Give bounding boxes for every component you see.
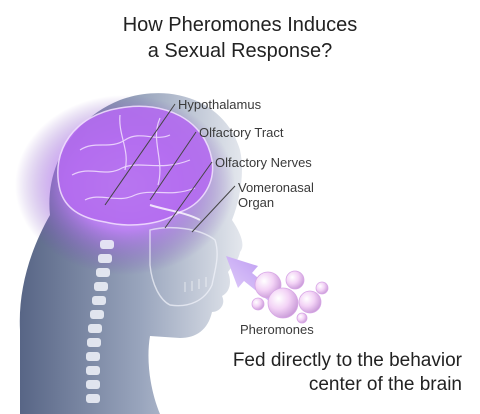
- bubble: [315, 281, 329, 295]
- diagram-title: How Pheromones Induces a Sexual Response…: [0, 12, 480, 64]
- leader-hypothalamus: [104, 103, 176, 206]
- leader-vomeronasal: [191, 185, 236, 233]
- bubble: [251, 297, 265, 311]
- leader-olfactory-tract: [149, 131, 197, 201]
- label-olfactory-tract: Olfactory Tract: [199, 125, 284, 140]
- caption: Fed directly to the behavior center of t…: [162, 349, 462, 397]
- leader-lines: [104, 103, 236, 233]
- brain-folds: [71, 114, 196, 201]
- label-vomeronasal-line-2: Organ: [238, 195, 275, 210]
- label-olfactory-nerves: Olfactory Nerves: [215, 155, 312, 170]
- spine-icon: [86, 240, 114, 403]
- bubble: [296, 312, 308, 324]
- olfactory-path: [149, 204, 201, 221]
- pheromone-bubbles: [251, 270, 329, 324]
- label-hypothalamus: Hypothalamus: [178, 97, 262, 112]
- label-vomeronasal-line-1: Vomeronasal: [238, 180, 314, 195]
- bubble: [285, 270, 305, 290]
- title-line-2: a Sexual Response?: [147, 40, 333, 62]
- bubble: [267, 287, 299, 319]
- teeth: [184, 277, 207, 292]
- caption-line-2: center of the brain: [308, 374, 462, 395]
- leader-olfactory-nerves: [164, 161, 213, 229]
- skull-outline: [149, 227, 218, 307]
- label-pheromones: Pheromones: [240, 322, 314, 337]
- bubble: [298, 290, 322, 314]
- caption-line-1: Fed directly to the behavior: [232, 350, 462, 371]
- title-line-1: How Pheromones Induces: [122, 14, 358, 36]
- label-vomeronasal-organ: Vomeronasal Organ: [238, 180, 314, 210]
